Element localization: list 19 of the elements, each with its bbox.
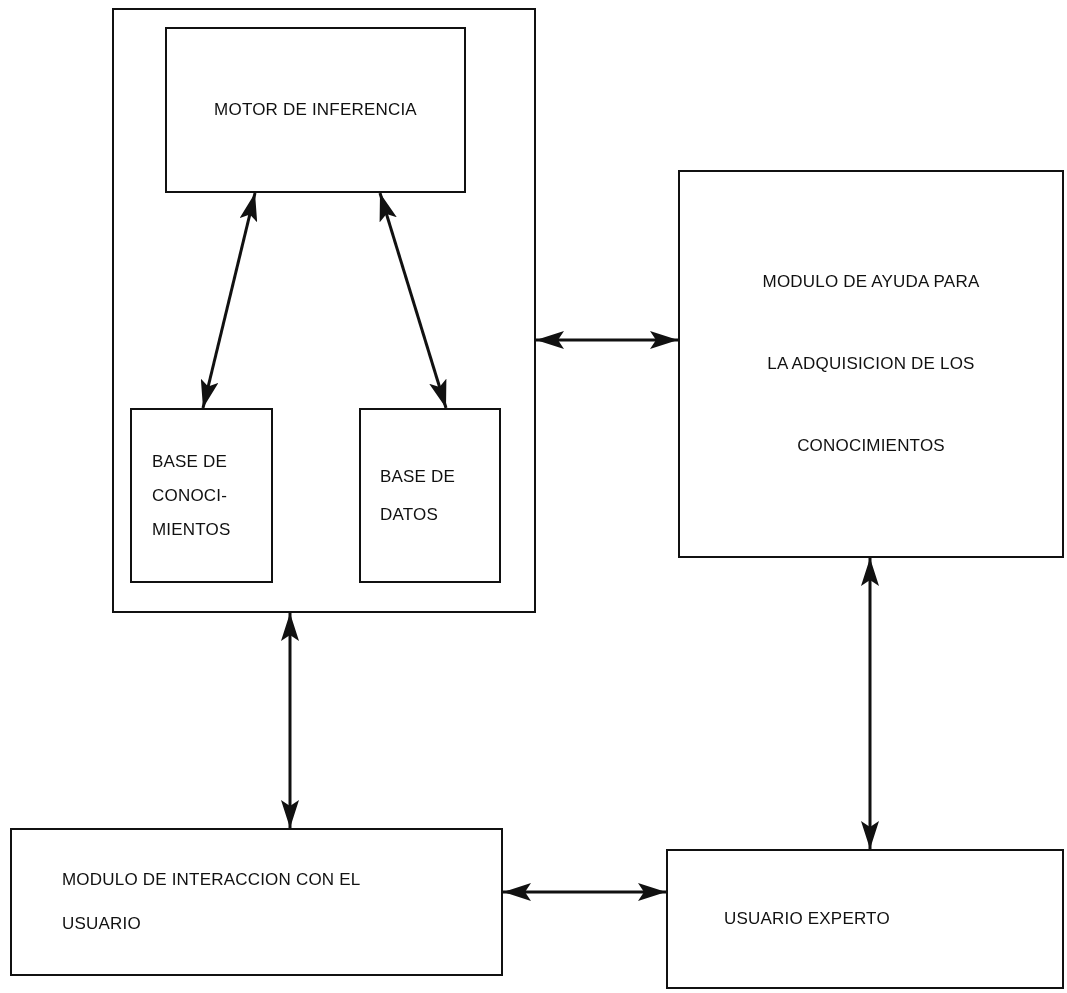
container-box: [112, 8, 536, 613]
double-arrow: [503, 883, 666, 901]
box-label: BASE DE CONOCI- MIENTOS: [152, 450, 232, 541]
process-box: [130, 408, 273, 583]
box-label: BASE DE DATOS: [380, 465, 457, 526]
process-box: [10, 828, 503, 976]
process-box: [666, 849, 1064, 989]
box-label: USUARIO EXPERTO: [724, 909, 890, 929]
process-box: [165, 27, 466, 193]
double-arrow: [200, 192, 258, 409]
process-box: [359, 408, 501, 583]
double-arrow: [378, 192, 448, 409]
box-label: MODULO DE AYUDA PARA LA ADQUISICION DE LOS CONOCIMIENTOS: [761, 271, 981, 457]
double-arrow: [281, 613, 299, 828]
box-label: MOTOR DE INFERENCIA: [214, 100, 417, 120]
process-box: [678, 170, 1064, 558]
double-arrow: [536, 331, 678, 349]
double-arrow: [861, 558, 879, 849]
box-label: MODULO DE INTERACCION CON EL USUARIO: [62, 869, 361, 935]
